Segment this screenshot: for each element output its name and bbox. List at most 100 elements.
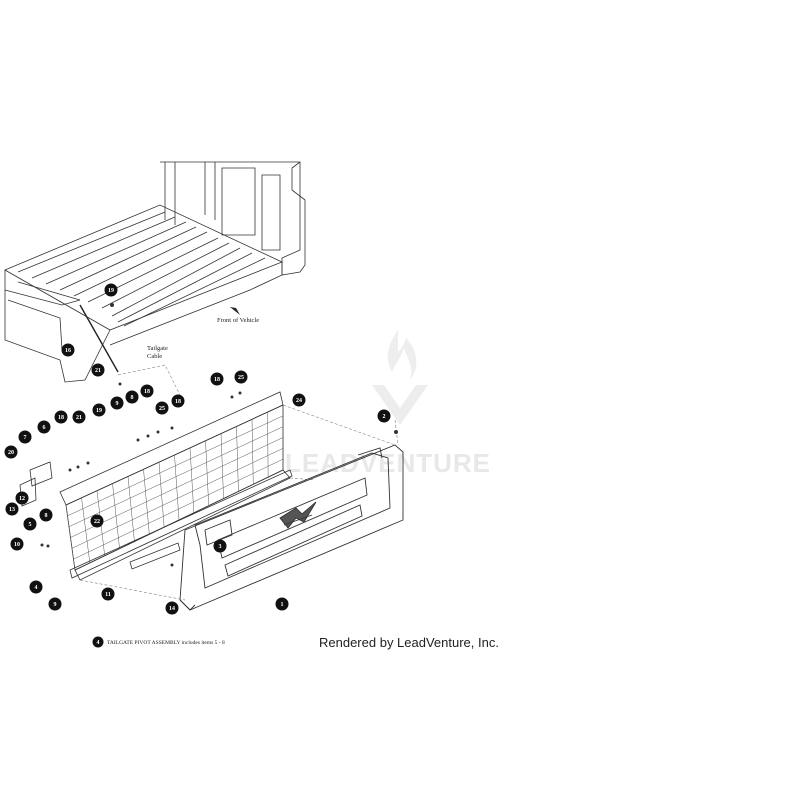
- callout-number: 18: [214, 377, 220, 383]
- callout-circle: [48, 597, 62, 611]
- label-tailgate-cable-line2: Cable: [147, 353, 162, 360]
- callout-5: 5: [23, 517, 37, 531]
- callout-number: 8: [45, 513, 48, 519]
- callout-13: 13: [5, 502, 19, 516]
- callout-number: 11: [105, 592, 111, 598]
- callout-18: 18: [210, 372, 224, 386]
- callout-circle: [140, 384, 154, 398]
- callout-circle: [37, 420, 51, 434]
- hardware-fasteners: [40, 303, 398, 567]
- leadventure-watermark: LEADVENTURE: [285, 330, 491, 478]
- grid-line-horizontal: [73, 458, 284, 560]
- callout-number: 3: [219, 544, 222, 550]
- label-front-of-vehicle: Front of Vehicle: [217, 317, 259, 324]
- callout-2: 2: [377, 409, 391, 423]
- callout-6: 6: [37, 420, 51, 434]
- callout-circle: [4, 445, 18, 459]
- callout-number: 22: [94, 519, 100, 525]
- callout-number: 18: [175, 399, 181, 405]
- callout-circle: [54, 410, 68, 424]
- callout-circle: [377, 409, 391, 423]
- callout-1: 1: [275, 597, 289, 611]
- callout-circle: [292, 393, 306, 407]
- callout-4: 4: [29, 580, 43, 594]
- callout-number: 2: [383, 414, 386, 420]
- callout-24: 24: [292, 393, 306, 407]
- callout-3: 3: [213, 539, 227, 553]
- callout-number: 1: [281, 602, 284, 608]
- callout-21: 21: [91, 363, 105, 377]
- callout-number: 16: [65, 348, 71, 354]
- callout-8: 8: [39, 508, 53, 522]
- callout-circle: [72, 410, 86, 424]
- callout-circle: [234, 370, 248, 384]
- callout-number: 9: [54, 602, 57, 608]
- watermark-text: LEADVENTURE: [285, 448, 491, 478]
- callout-circle: [61, 343, 75, 357]
- grid-line-horizontal: [68, 426, 284, 527]
- callout-number: 19: [108, 288, 114, 294]
- callout-circle: [125, 390, 139, 404]
- callout-circle: [171, 394, 185, 408]
- callout-circle: [23, 517, 37, 531]
- callout-circle: [110, 396, 124, 410]
- callout-number: 13: [9, 507, 15, 513]
- callout-number: 6: [43, 425, 46, 431]
- callout-circle: [92, 403, 106, 417]
- callout-number: 20: [8, 450, 14, 456]
- callout-circle: [29, 580, 43, 594]
- pivot-rod: [69, 469, 293, 579]
- callout-18: 18: [54, 410, 68, 424]
- callout-circle: [165, 601, 179, 615]
- callout-number: 18: [58, 415, 64, 421]
- callout-circle: [39, 508, 53, 522]
- callout-9: 9: [110, 396, 124, 410]
- callout-circle: [18, 430, 32, 444]
- callout-number: 4: [35, 585, 38, 591]
- callout-20: 20: [4, 445, 18, 459]
- callout-10: 10: [10, 537, 24, 551]
- callout-number: 9: [116, 401, 119, 407]
- callout-7: 7: [18, 430, 32, 444]
- callout-9: 9: [48, 597, 62, 611]
- callout-number: 14: [169, 606, 175, 612]
- callout-circle: [15, 491, 29, 505]
- callout-18: 18: [140, 384, 154, 398]
- callout-circle: [90, 514, 104, 528]
- callout-number: 7: [24, 435, 27, 441]
- callout-circle: [210, 372, 224, 386]
- render-credit: Rendered by LeadVenture, Inc.: [319, 635, 499, 650]
- callout-number: 5: [29, 522, 32, 528]
- callout-number: 24: [296, 398, 302, 404]
- callout-circle: [5, 502, 19, 516]
- callout-circle: [104, 283, 118, 297]
- tailgate-outer-shell: [179, 444, 404, 611]
- callout-21: 21: [72, 410, 86, 424]
- callout-16: 16: [61, 343, 75, 357]
- diagram-labels: Front of Vehicle Tailgate Cable: [147, 307, 259, 360]
- grid-line-horizontal: [67, 415, 284, 517]
- callout-25: 25: [155, 401, 169, 415]
- callout-19: 19: [104, 283, 118, 297]
- callout-12: 12: [15, 491, 29, 505]
- callout-number: 25: [159, 406, 165, 412]
- label-tailgate-cable-line1: Tailgate: [147, 345, 168, 352]
- callout-number: 19: [96, 408, 102, 414]
- grid-line-horizontal: [71, 448, 284, 549]
- callout-circle: [91, 363, 105, 377]
- callout-number: 18: [144, 389, 150, 395]
- tailgate-cable: [79, 304, 119, 373]
- callout-number: 8: [131, 395, 134, 401]
- callout-22: 22: [90, 514, 104, 528]
- grid-line-horizontal: [70, 437, 284, 538]
- callout-circle: [213, 539, 227, 553]
- callout-circle: [101, 587, 115, 601]
- callout-19: 19: [92, 403, 106, 417]
- callout-number: 10: [14, 542, 20, 548]
- callout-circle: [10, 537, 24, 551]
- callout-number: 25: [238, 375, 244, 381]
- front-arrow-icon: [230, 307, 240, 315]
- footnote-marker: 4: [97, 640, 100, 646]
